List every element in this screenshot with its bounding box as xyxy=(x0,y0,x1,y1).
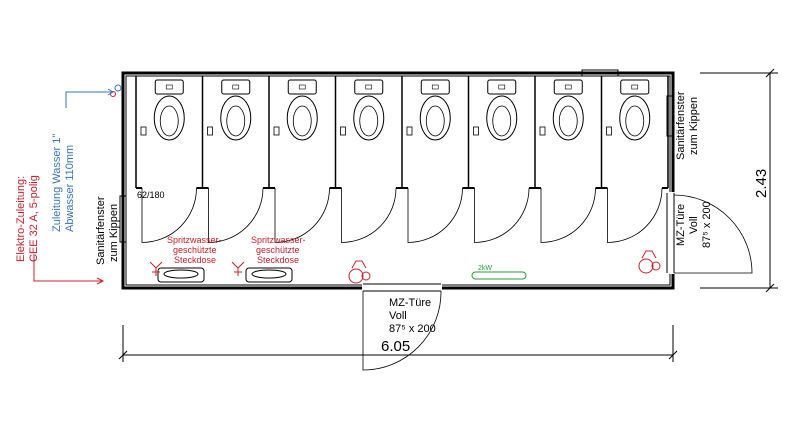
door-side-label-1: MZ-Türe xyxy=(675,204,687,246)
toilet-seat-icon xyxy=(492,105,512,137)
width-dimension xyxy=(118,325,678,362)
water-connection-icon xyxy=(65,84,122,108)
flush-button-icon xyxy=(431,84,439,90)
cubicle-door-swing xyxy=(407,187,463,243)
flush-button-icon xyxy=(564,84,572,90)
socket-icon-2 xyxy=(231,261,245,276)
socket-2-label-a: Spritzwasser- xyxy=(251,235,306,245)
toilet-cistern-icon xyxy=(487,79,517,95)
door-side-label-2: Voll xyxy=(688,216,700,234)
heater-label: 2kW xyxy=(478,265,492,272)
flush-button-icon xyxy=(631,84,639,90)
front-door xyxy=(362,283,442,371)
paper-holder-icon xyxy=(340,126,346,136)
water-label-line1: Zuleitung Wasser 1" xyxy=(51,134,63,232)
right-window xyxy=(666,95,674,137)
window-left-label-1: Sanitärfenster xyxy=(95,196,107,265)
paper-holder-icon xyxy=(140,126,147,136)
window-right-label-2: zum Kippen xyxy=(688,97,700,155)
paper-holder-icon xyxy=(473,126,479,136)
socket-2-label-b: geschützte xyxy=(256,245,300,255)
door-side-label-3: 87⁵ x 200 xyxy=(701,201,713,248)
width-dimension-label: 6.05 xyxy=(381,338,410,355)
flush-button-icon xyxy=(298,84,306,90)
socket-1-label-a: Spritzwasser- xyxy=(167,235,222,245)
depth-dimension xyxy=(700,68,778,293)
socket-1-label-b: geschützte xyxy=(173,245,217,255)
toilet-cubicles xyxy=(135,76,669,243)
socket-icon-1 xyxy=(149,261,163,276)
toilet-seat-icon xyxy=(425,105,445,137)
flush-button-icon xyxy=(498,84,506,90)
paper-holder-icon xyxy=(539,126,546,136)
side-door xyxy=(666,192,753,274)
door-front-label-1: MZ-Türe xyxy=(389,297,431,309)
cubicle-door-swing xyxy=(607,187,663,243)
top-window xyxy=(581,69,619,77)
socket-1-label-c: Steckdose xyxy=(174,255,216,265)
toilet-cistern-icon xyxy=(221,79,251,95)
washbasin-1 xyxy=(157,267,205,283)
flush-button-icon xyxy=(165,84,173,90)
socket-2-label-c: Steckdose xyxy=(257,255,299,265)
fixture-icon-2 xyxy=(638,250,661,274)
toilet-cistern-icon xyxy=(354,79,384,95)
flush-button-icon xyxy=(232,84,240,90)
toilet-cistern-icon xyxy=(154,79,184,95)
window-right-label-1: Sanitärfenster xyxy=(675,91,687,160)
paper-holder-icon xyxy=(606,126,612,136)
cubicle-door-swing xyxy=(274,187,330,243)
heater-icon xyxy=(471,271,527,280)
toilet-seat-icon xyxy=(625,105,645,137)
paper-holder-icon xyxy=(207,126,213,136)
paper-holder-icon xyxy=(406,126,413,136)
window-left-label-2: zum Kippen xyxy=(108,204,120,262)
toilet-cistern-icon xyxy=(420,79,450,95)
toilet-cistern-icon xyxy=(287,79,317,95)
fixture-icon-1 xyxy=(348,260,371,284)
door-front-label-2: Voll xyxy=(389,310,407,322)
cubicle-door-swing xyxy=(341,187,397,243)
electric-label-line2: CEE 32 A, 5-polig xyxy=(28,175,40,262)
cubicle-door-swing xyxy=(540,187,596,243)
left-window xyxy=(119,195,127,243)
toilet-seat-icon xyxy=(359,105,379,137)
cubicle-door-swing xyxy=(141,187,197,243)
water-label-line2: Abwasser 110mm xyxy=(64,145,76,232)
toilet-cistern-icon xyxy=(553,79,583,95)
washbasin-2 xyxy=(245,267,293,283)
door-front-label-3: 87⁵ x 200 xyxy=(389,323,436,335)
door-size-label: 62/180 xyxy=(137,190,165,200)
electric-label-line1: Elektro-Zuleitung: xyxy=(15,176,27,262)
cubicle-door-swing xyxy=(474,187,530,243)
depth-dimension-label: 2.43 xyxy=(753,169,770,198)
toilet-seat-icon xyxy=(558,105,578,137)
flush-button-icon xyxy=(365,84,373,90)
toilet-seat-icon xyxy=(292,105,312,137)
paper-holder-icon xyxy=(273,126,280,136)
cubicle-door-swing xyxy=(208,187,264,243)
electric-connection-icon xyxy=(33,254,105,285)
toilet-seat-icon xyxy=(226,105,246,137)
toilet-cistern-icon xyxy=(620,79,650,95)
toilet-seat-icon xyxy=(159,105,179,137)
